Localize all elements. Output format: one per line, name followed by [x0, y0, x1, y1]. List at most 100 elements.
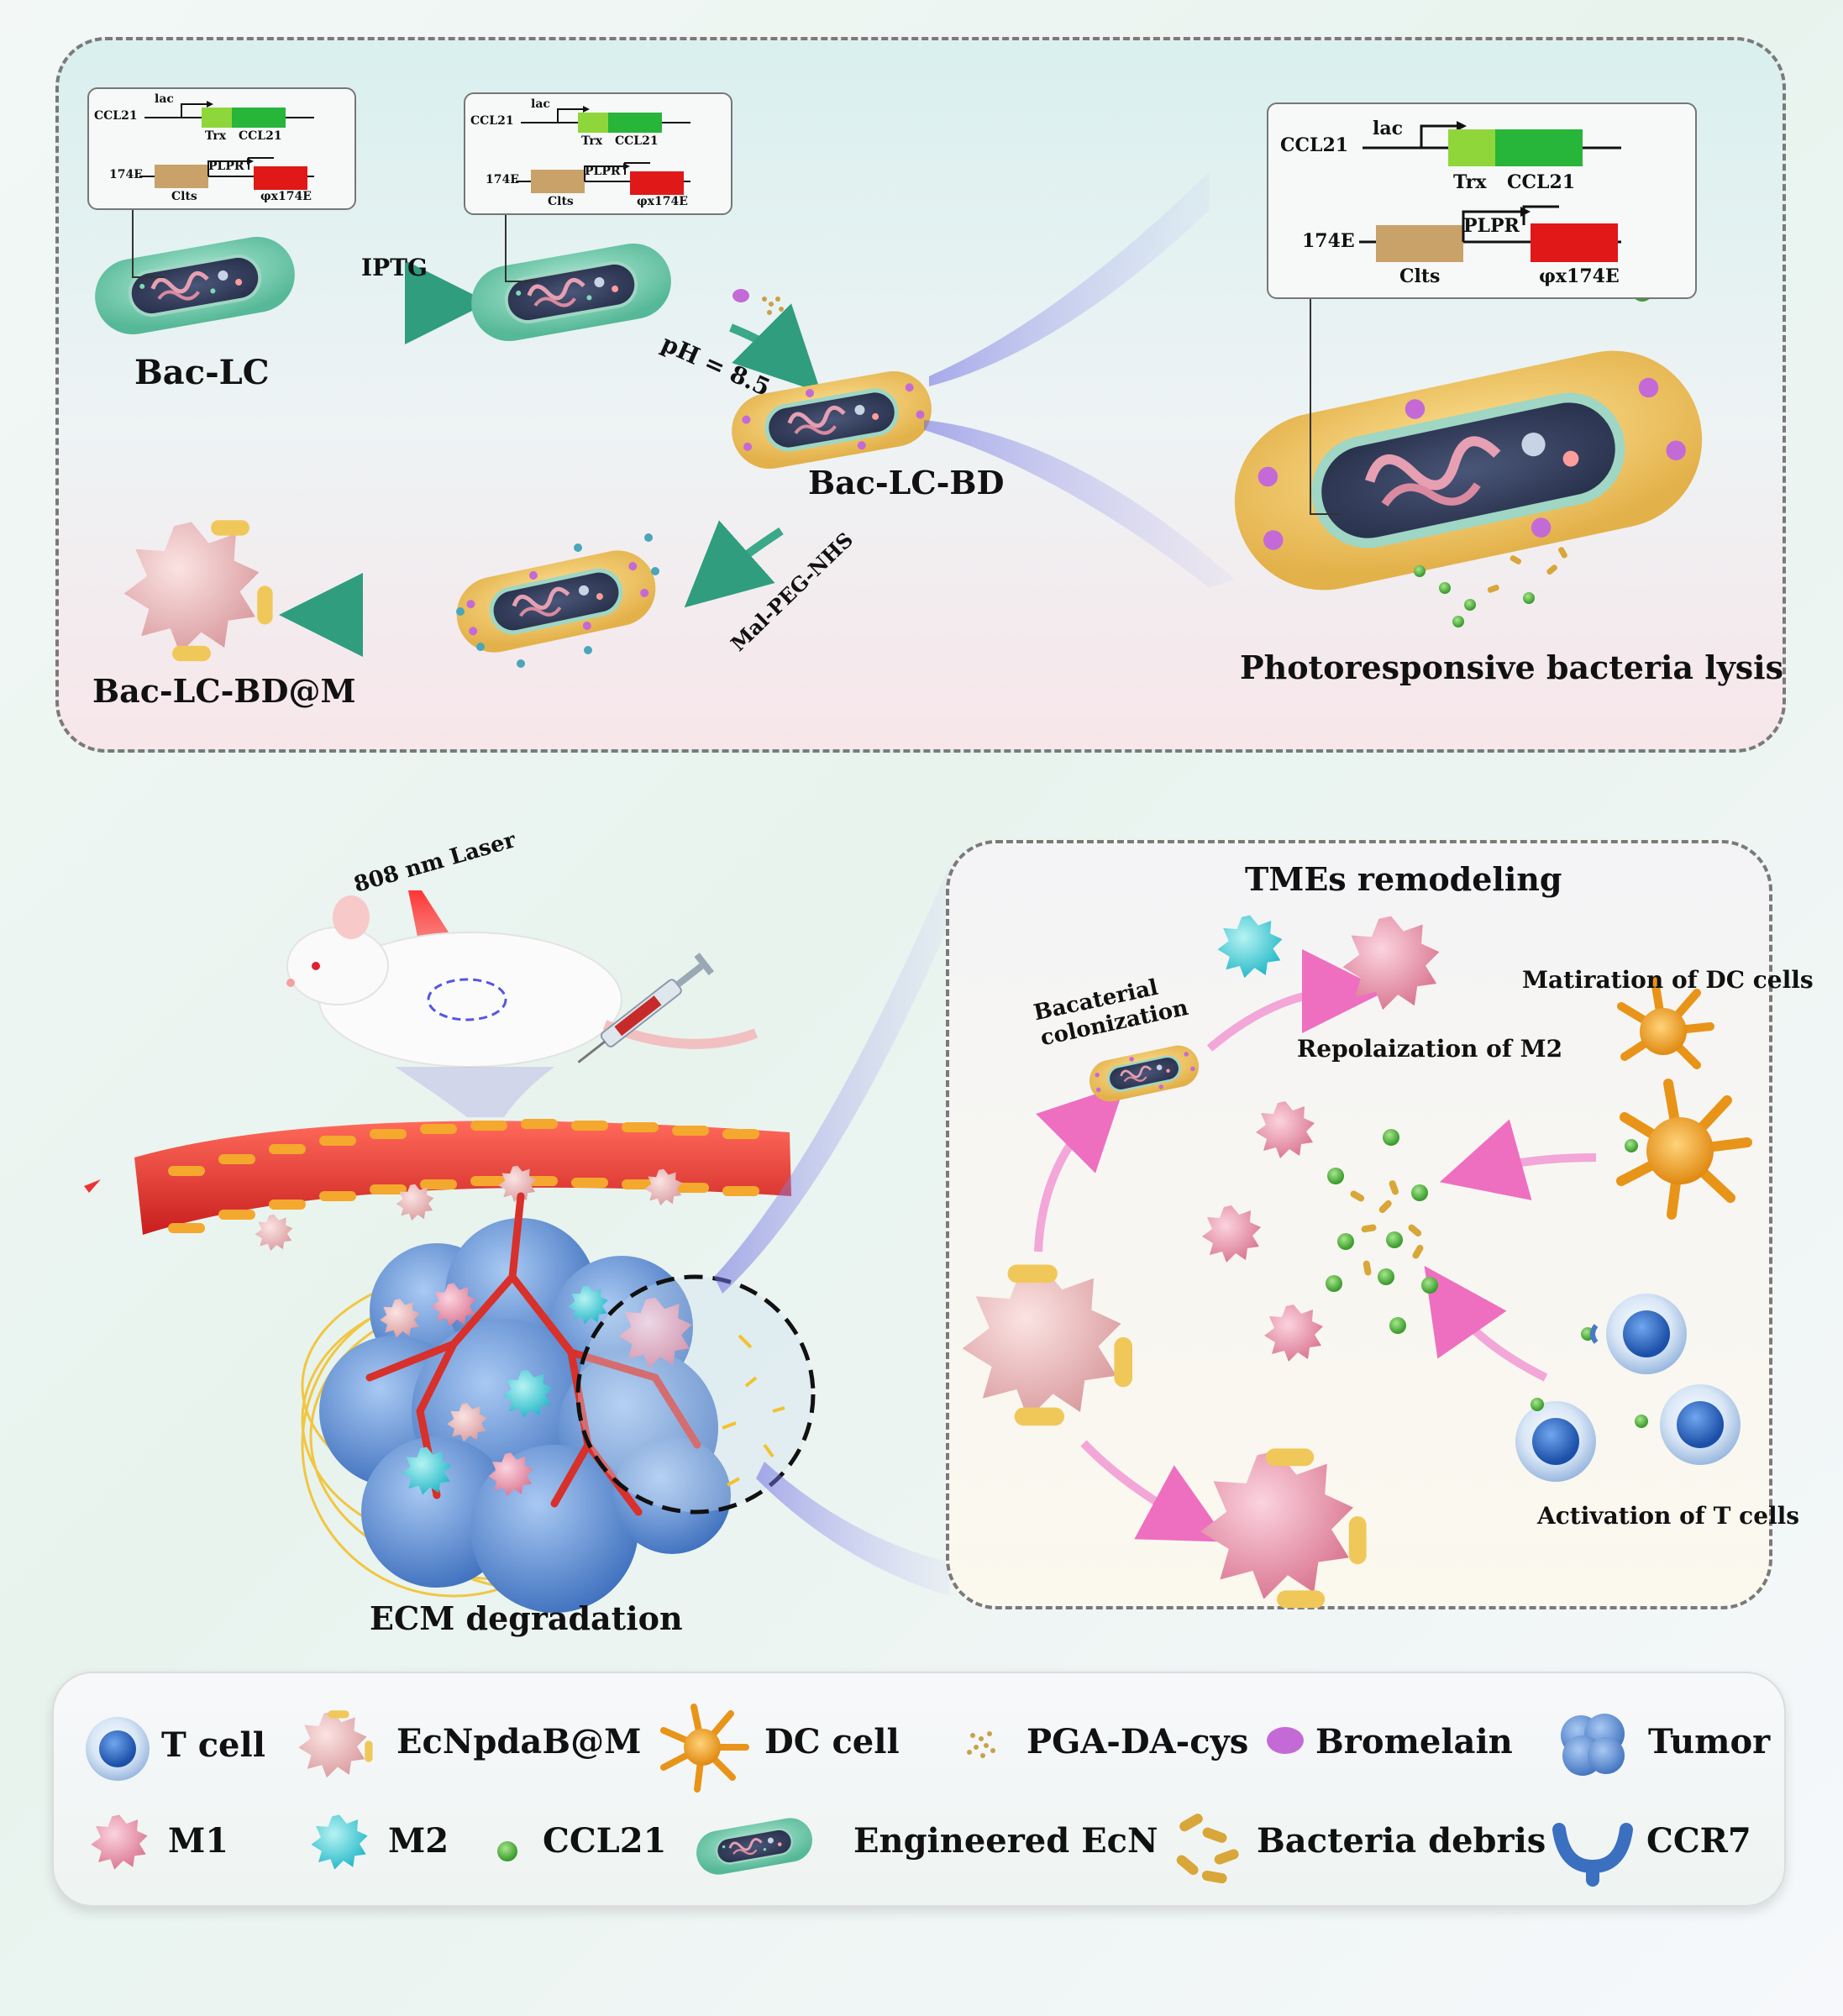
legend-pga-label: PGA-DA-cys — [1027, 1722, 1249, 1761]
bac-lc-bd-label: Bac-LC-BD — [808, 464, 1005, 501]
ccl21-left-label: CCL21 — [470, 114, 514, 128]
plpr-label: PLPR — [208, 160, 244, 173]
peg-dots — [456, 533, 659, 668]
legend-ccl21-label: CCL21 — [543, 1821, 667, 1861]
zoom-fan-upper — [929, 171, 1210, 386]
clts-label-large: Clts — [1399, 265, 1441, 287]
bac-lc-bd-m-cell — [123, 520, 273, 662]
zoom-fan-lower — [924, 420, 1235, 588]
ccl21-label: CCL21 — [239, 129, 282, 143]
tme-zoom-fan-upper — [714, 865, 949, 1294]
colonization-arrow — [1034, 1084, 1126, 1252]
tme-bac-lc-bd-m — [962, 1264, 1132, 1426]
gene-connector-2 — [505, 212, 538, 282]
legend-ecnpdab-icon — [298, 1710, 373, 1778]
activation-label: Activation of T cells — [1537, 1502, 1800, 1530]
lac-label: lac — [531, 97, 550, 111]
repolarization-arrow — [1206, 949, 1386, 1052]
gene-circuit-2 — [516, 106, 690, 195]
gene-connector — [132, 208, 165, 278]
plpr-label-large: PLPR — [1463, 215, 1520, 237]
legend-bromelain-label: Bromelain — [1315, 1722, 1513, 1761]
gene-box-1: lac CCL21 Trx CCL21 174E PLPR Clts φx174… — [87, 87, 356, 210]
repolarization-label: Repolaization of M2 — [1297, 1035, 1563, 1063]
dc-cells — [1616, 977, 1752, 1220]
syringe — [577, 953, 714, 1063]
legend-m1-icon — [91, 1814, 148, 1870]
iptg-label: IPTG — [361, 254, 428, 281]
legend-dc-label: DC cell — [764, 1722, 900, 1761]
bac-lc-label: Bac-LC — [134, 353, 270, 392]
maturation-label: Matiration of DC cells — [1522, 966, 1814, 994]
legend-pga-icon — [967, 1731, 995, 1758]
legend-icons — [86, 1704, 1633, 1887]
clts-label: Clts — [548, 195, 574, 208]
legend-tumor-icon — [1561, 1714, 1625, 1776]
legend-m1-label: M1 — [168, 1821, 229, 1861]
legend-debris-icon — [1176, 1814, 1239, 1884]
tme-m1-large — [1200, 1448, 1367, 1609]
gene-box-large: lac CCL21 Trx CCL21 174E PLPR Clts φx174… — [1267, 102, 1697, 299]
debris-cloud — [1350, 1180, 1424, 1276]
gene-circuit-large — [1359, 121, 1621, 262]
ph-arrow — [729, 303, 822, 393]
mouse-zoom-fan — [395, 1067, 554, 1117]
legend-ccr7-icon — [1552, 1823, 1633, 1887]
legend-ecnpdab-label: EcNpdaB@M — [396, 1722, 642, 1761]
ecm-label: ECM degradation — [370, 1599, 683, 1637]
ccl21-cloud — [1326, 1129, 1438, 1334]
m2-cell-top — [1217, 915, 1283, 979]
dc-recruit-arrow — [1439, 1119, 1597, 1200]
phix-label: φx174E — [260, 190, 312, 203]
ccl21-label: CCL21 — [615, 134, 659, 148]
legend-tumor-label: Tumor — [1648, 1722, 1771, 1761]
gene-box-2: lac CCL21 Trx CCL21 174E PLPR Clts φx174… — [464, 92, 732, 215]
vessel-endothelium — [168, 1119, 759, 1233]
t-cells — [1515, 1294, 1741, 1482]
tme-zoom-fan-lower — [756, 1462, 949, 1596]
ccl21-label-large: CCL21 — [1507, 171, 1576, 193]
174e-label: 174E — [486, 173, 519, 186]
legend-ecn-label: Engineered EcN — [853, 1821, 1158, 1861]
colonizing-bacterium — [1084, 1040, 1205, 1107]
tme-title: TMEs remodeling — [1245, 860, 1562, 898]
bromelain-particle — [732, 289, 749, 302]
zoom-circle — [575, 1274, 816, 1515]
lysis-label: Photoresponsive bacteria lysis — [1240, 648, 1784, 686]
lysis-ccl21 — [1414, 565, 1535, 627]
plpr-label: PLPR — [585, 165, 621, 178]
legend-ccr7-label: CCR7 — [1646, 1821, 1751, 1861]
tcell-recruit-arrow — [1424, 1265, 1548, 1382]
legend-panel: T cell EcNpdaB@M DC cell PGA-DA-cys Brom… — [52, 1672, 1786, 1907]
m1-cell-top — [1342, 916, 1440, 1011]
lysis-debris — [1487, 547, 1567, 593]
trx-label-large: Trx — [1453, 171, 1487, 193]
legend-ccl21-icon — [497, 1841, 517, 1861]
small-m1-cells — [1202, 1101, 1323, 1362]
legend-ecn-icon — [691, 1813, 817, 1880]
ccl21-left-label-large: CCL21 — [1280, 134, 1349, 156]
174e-label: 174E — [109, 168, 143, 181]
legend-debris-label: Bacteria debris — [1257, 1821, 1546, 1861]
ccl21-left-label: CCL21 — [94, 109, 138, 123]
legend-tcell-label: T cell — [161, 1725, 265, 1765]
clts-label: Clts — [171, 190, 197, 203]
legend-tcell-icon — [86, 1717, 150, 1781]
174e-label-large: 174E — [1302, 230, 1355, 252]
bac-lc-bd-m-label: Bac-LC-BD@M — [92, 672, 356, 710]
trx-label: Trx — [581, 134, 603, 148]
legend-m2-icon — [311, 1814, 368, 1870]
phix-label-large: φx174E — [1539, 265, 1620, 287]
lac-label-large: lac — [1373, 118, 1404, 139]
mouse — [286, 895, 759, 1068]
lac-label: lac — [155, 92, 174, 106]
vessel-mark — [84, 1179, 101, 1193]
degraded-ecm-fragments — [722, 1334, 785, 1487]
legend-m2-label: M2 — [388, 1821, 449, 1861]
gene-connector-large — [1310, 299, 1341, 515]
trx-label: Trx — [205, 129, 227, 143]
phix-label: φx174E — [637, 195, 688, 208]
gene-circuit-1 — [139, 101, 314, 190]
